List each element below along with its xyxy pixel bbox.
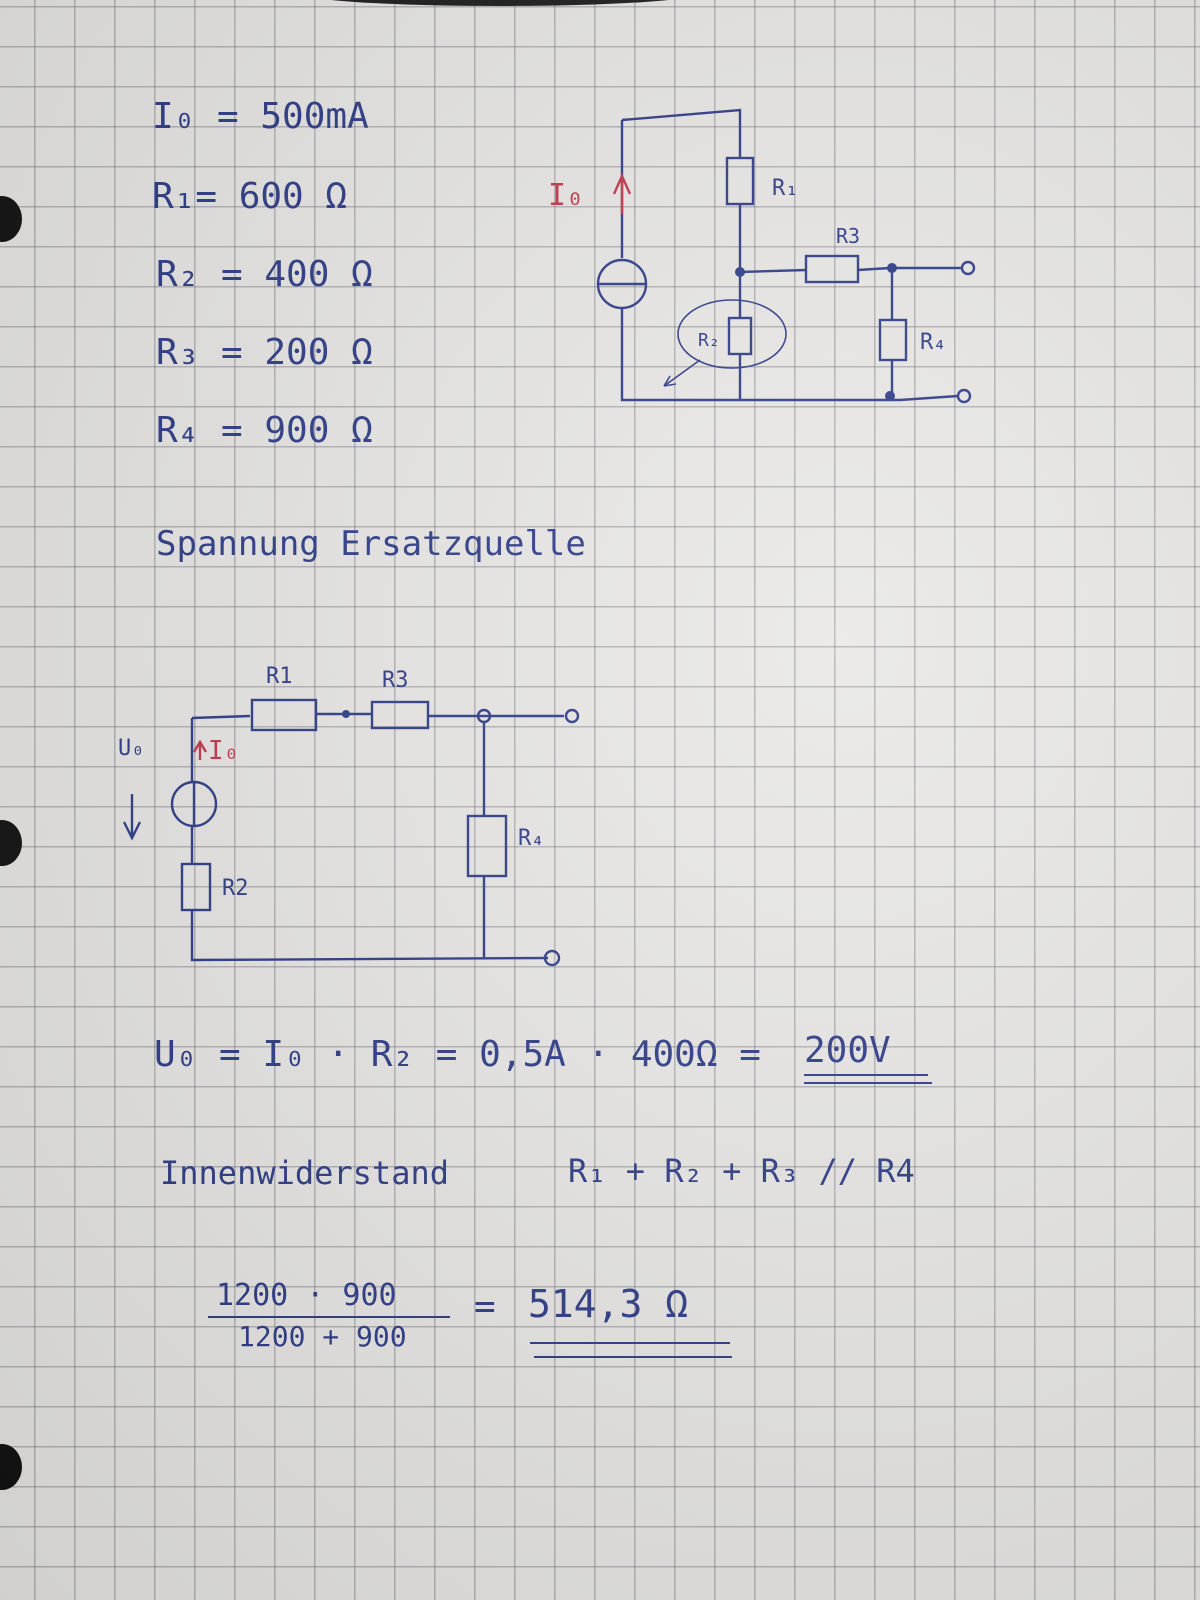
c1-r2-label: R₂ — [698, 330, 720, 351]
r2-resistor-2 — [180, 862, 212, 912]
c1-r3-label: R3 — [836, 224, 861, 248]
ri-result: 514,3 Ω — [528, 1282, 689, 1326]
c2-r4-label: R₄ — [518, 826, 545, 851]
c2-u0-label: U₀ — [118, 736, 145, 761]
c1-r4-label: R₄ — [920, 330, 947, 355]
r1-resistor-1 — [725, 156, 755, 206]
r4-resistor-1 — [878, 318, 908, 362]
c2-r2-label: R2 — [222, 876, 249, 901]
circuit1-wiring — [596, 108, 976, 404]
ri-underline-1 — [530, 1342, 730, 1344]
top-shadow — [300, 0, 700, 6]
c2-i0-label: I₀ — [208, 736, 240, 766]
fraction-equals: = — [474, 1286, 496, 1327]
fraction-denominator: 1200 + 900 — [238, 1320, 407, 1353]
fraction-bar — [208, 1316, 450, 1318]
u0-underline-2 — [804, 1082, 932, 1084]
circuit2-wiring — [122, 698, 580, 967]
given-r4: R₄ = 900 Ω — [156, 410, 373, 451]
r1-resistor-2 — [250, 698, 318, 732]
section-title: Spannung Ersatzquelle — [156, 524, 586, 564]
inner-resistance-formula: R₁ + R₂ + R₃ // R4 — [568, 1152, 915, 1190]
u0-result: 200V — [804, 1030, 891, 1071]
punch-hole-bottom — [0, 1444, 22, 1490]
u0-underline-1 — [804, 1074, 928, 1076]
r3-resistor-2 — [370, 700, 430, 730]
u0-equation: U₀ = I₀ · R₂ = 0,5A · 400Ω = — [154, 1034, 761, 1075]
given-r2: R₂ = 400 Ω — [156, 254, 373, 295]
r2-resistor-1 — [727, 316, 753, 356]
r3-resistor-1 — [804, 254, 860, 284]
inner-resistance-label: Innenwiderstand — [160, 1154, 449, 1192]
c1-source-label: I₀ — [548, 178, 585, 213]
punch-hole-middle — [0, 820, 22, 866]
c1-r1-label: R₁ — [772, 176, 799, 201]
ri-underline-2 — [534, 1356, 732, 1358]
punch-hole-top — [0, 196, 22, 242]
given-i0: I₀ = 500mA — [152, 96, 369, 137]
fraction-numerator: 1200 · 900 — [216, 1278, 397, 1313]
c2-r1-label: R1 — [266, 664, 293, 689]
given-r3: R₃ = 200 Ω — [156, 332, 373, 373]
given-r1: R₁= 600 Ω — [152, 176, 348, 217]
c2-r3-label: R3 — [382, 668, 409, 693]
r4-resistor-2 — [466, 814, 508, 878]
